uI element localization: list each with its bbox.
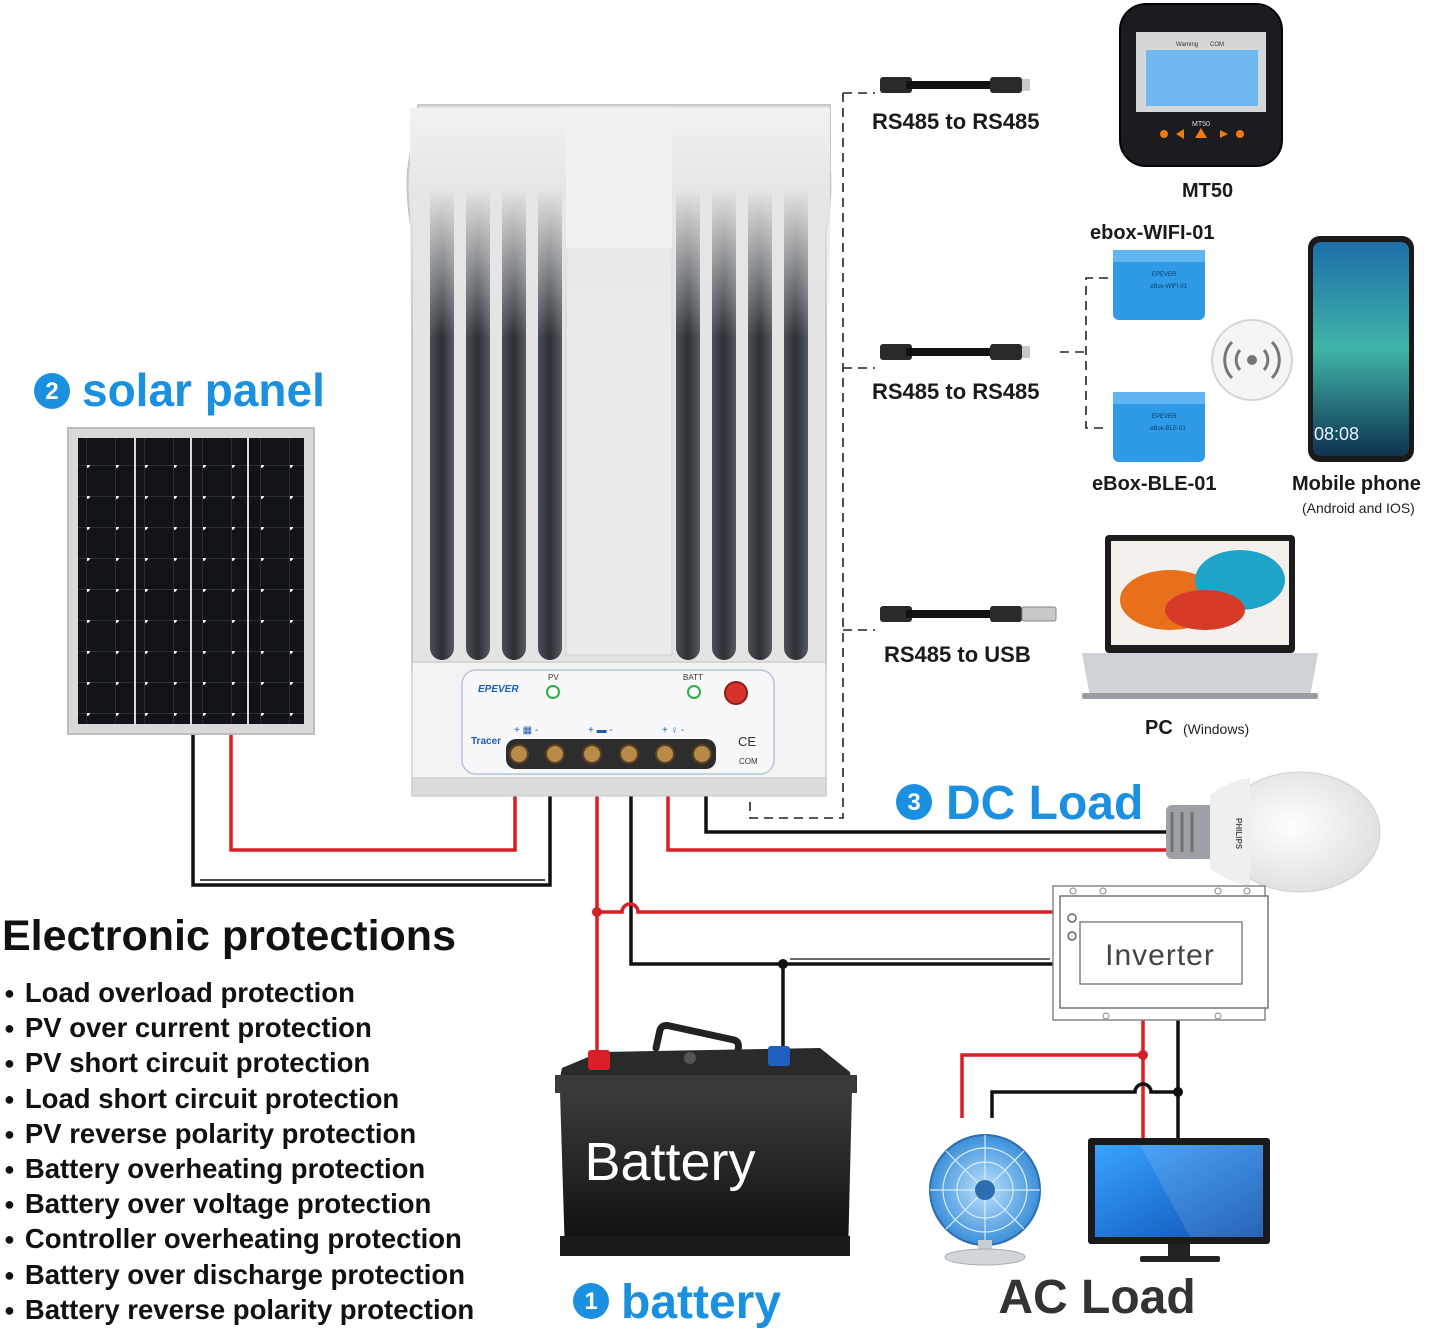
com-label: COM (739, 757, 758, 766)
dc-load-title: DC Load (946, 777, 1143, 830)
list-item: Controller overheating protection (4, 1221, 474, 1256)
list-item: PV short circuit protection (4, 1045, 474, 1080)
light-bulb: PHILIPS (1166, 771, 1381, 893)
list-item: Load overload protection (4, 975, 474, 1010)
number-badge-1 (573, 1283, 609, 1319)
cable-3-label: RS485 to USB (884, 642, 1031, 667)
cable-rs485-usb (880, 606, 1057, 622)
inverter: Inverter (1052, 885, 1269, 1021)
list-item: PV reverse polarity protection (4, 1116, 474, 1151)
ac-load-title: AC Load (998, 1271, 1195, 1324)
dc-load-red-wire (666, 780, 1180, 852)
mobile-phone: 08:08 (1308, 236, 1414, 462)
list-item: Battery reverse polarity protection (4, 1292, 474, 1327)
wires (191, 92, 1183, 1140)
number-badge-2 (34, 373, 70, 409)
controller-model: Tracer (471, 736, 501, 747)
heatsink-fins (410, 108, 830, 660)
mt50-label: MT50 (1182, 180, 1233, 202)
cable-1-label: RS485 to RS485 (872, 109, 1040, 134)
solar-panel-title: solar panel (82, 364, 325, 416)
wireless-signal-icon (1211, 319, 1293, 401)
mt50-meter: Warning COM MT50 (1119, 3, 1283, 167)
phone-clock: 08:08 (1314, 424, 1359, 444)
svg-text:eBox-WIFI-01: eBox-WIFI-01 (1150, 284, 1188, 290)
pv-led (546, 685, 560, 699)
ebox-ble-label: eBox-BLE-01 (1092, 473, 1216, 495)
fan (929, 1134, 1041, 1266)
svg-text:EPEVER: EPEVER (1152, 272, 1177, 278)
mt50-screen-title: MT50 (1192, 121, 1210, 128)
ebox-ble-device: EPEVER eBox-BLE-01 (1113, 392, 1205, 462)
solar-red-wire (229, 732, 517, 852)
monitor (1088, 1138, 1270, 1262)
ebox-wifi-label: ebox-WIFI-01 (1090, 222, 1214, 244)
svg-text:+ ▬ -: + ▬ - (588, 725, 613, 736)
mobile-label: Mobile phone (1292, 473, 1421, 495)
svg-text:2: 2 (45, 378, 58, 405)
list-item: PV over current protection (4, 1010, 474, 1045)
reset-button[interactable] (724, 681, 748, 705)
battery-section-title: 1 battery (573, 1276, 781, 1329)
list-item: Battery over voltage protection (4, 1186, 474, 1221)
protections-title: Electronic protections (2, 912, 456, 960)
ebox-wifi-device: EPEVER eBox-WIFI-01 (1113, 250, 1205, 320)
pc-sub: (Windows) (1183, 721, 1249, 737)
svg-text:+ ▦ -: + ▦ - (514, 725, 538, 736)
dc-load-section-title: 3 DC Load (896, 777, 1143, 830)
mt50-screen-warning: Warning (1176, 42, 1198, 48)
ce-mark: CE (738, 734, 756, 749)
dc-load-black-wire (704, 780, 1180, 834)
list-item: Load short circuit protection (4, 1081, 474, 1116)
ac-black-fan (990, 1082, 1178, 1118)
svg-text:3: 3 (907, 789, 920, 816)
comm-dashed-lines (749, 92, 1108, 819)
charge-controller: EPEVER PV BATT Tracer CE COM + ▦ - + ▬ -… (406, 104, 832, 797)
battery-device-label: Battery (584, 1132, 755, 1192)
terminals (506, 739, 716, 769)
svg-text:1: 1 (584, 1288, 597, 1315)
number-badge-3 (896, 784, 932, 820)
protections-list: Load overload protection PV over current… (4, 975, 474, 1327)
solar-panel (67, 427, 315, 735)
laptop (1082, 535, 1318, 699)
cable-rs485-2 (880, 344, 1030, 360)
battery-title: battery (621, 1276, 781, 1329)
cables (880, 77, 1057, 622)
cable-rs485-1 (880, 77, 1030, 93)
mobile-sub: (Android and IOS) (1302, 500, 1415, 516)
cable-2-label: RS485 to RS485 (872, 379, 1040, 404)
ac-red-fan (960, 1053, 1143, 1118)
svg-text:+ ♀ -: + ♀ - (662, 725, 684, 736)
list-item: Battery over discharge protection (4, 1257, 474, 1292)
solar-section-title: 2 solar panel (34, 364, 325, 416)
controller-brand: EPEVER (478, 684, 519, 695)
inverter-label: Inverter (1105, 939, 1215, 972)
mt50-screen-com: COM (1210, 42, 1224, 48)
pv-led-label: PV (548, 673, 559, 682)
battery-black-wire (629, 780, 785, 1048)
svg-text:EPEVER: EPEVER (1152, 414, 1177, 420)
battery: Battery (555, 1022, 857, 1256)
svg-text:PHILIPS: PHILIPS (1234, 818, 1243, 850)
solar-black-wire (191, 732, 552, 887)
batt-led (687, 685, 701, 699)
inverter-red-feed (597, 902, 1053, 914)
terminal-symbols: + ▦ - + ▬ - + ♀ - (514, 725, 684, 736)
batt-led-label: BATT (683, 673, 703, 682)
svg-text:eBox-BLE-01: eBox-BLE-01 (1150, 426, 1186, 432)
list-item: Battery overheating protection (4, 1151, 474, 1186)
pc-label: PC (1145, 717, 1173, 739)
